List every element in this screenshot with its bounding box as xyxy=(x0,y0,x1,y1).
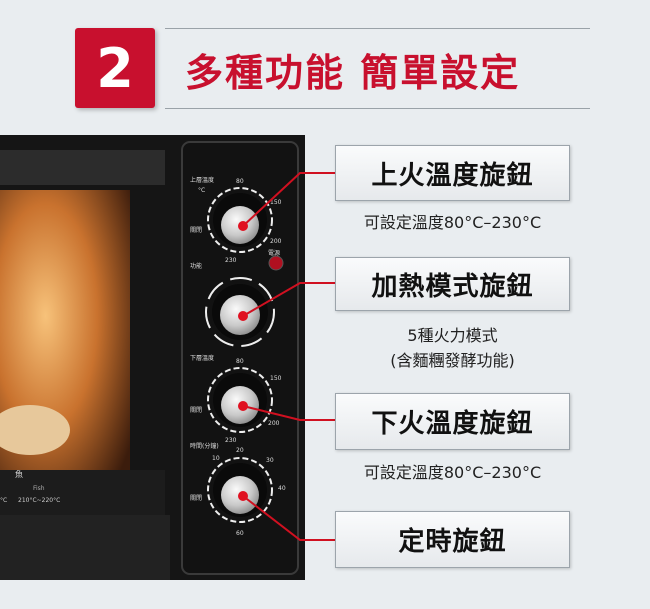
power-indicator-light xyxy=(268,255,284,271)
callout-upper-temp-knob: 上火溫度旋鈕 xyxy=(335,145,570,201)
callout-function-knob: 加熱模式旋鈕 xyxy=(335,257,570,311)
bread xyxy=(0,405,70,455)
tick-150: 150 xyxy=(270,199,282,206)
oven-handle xyxy=(0,150,165,185)
function-label: 功能 xyxy=(190,262,202,270)
left-temp-label: °C xyxy=(0,497,7,504)
off-label: 關閉 xyxy=(190,227,202,234)
callout-line-lower xyxy=(242,405,336,421)
callout-function-desc-2: (含麵糰發酵功能) xyxy=(390,351,515,370)
callout-function-desc-1: 5種火力模式 xyxy=(407,326,498,345)
off-label: 關閉 xyxy=(190,495,202,502)
callout-timer-knob: 定時旋鈕 xyxy=(335,511,570,568)
tick-230: 230 xyxy=(225,257,237,264)
tick-40: 40 xyxy=(278,485,286,492)
lower-temp-label: 下層溫度 xyxy=(190,354,214,362)
off-label: 關閉 xyxy=(190,407,202,414)
tick-20: 20 xyxy=(236,447,244,454)
divider-bottom xyxy=(165,108,590,109)
upper-temp-label: 上層溫度 xyxy=(190,176,214,184)
tick-80: 80 xyxy=(236,358,244,365)
control-panel xyxy=(181,141,299,575)
callout-lower-temp-knob: 下火溫度旋鈕 xyxy=(335,393,570,450)
divider-top xyxy=(165,28,590,29)
tick-150: 150 xyxy=(270,375,282,382)
callout-line-function xyxy=(242,282,336,317)
step-number-badge: 2 xyxy=(75,28,155,108)
power-label: 電源 xyxy=(268,249,280,257)
tick-60: 60 xyxy=(236,530,244,537)
tick-30: 30 xyxy=(266,457,274,464)
callout-line-upper xyxy=(242,172,336,227)
callout-lower-temp-desc: 可設定溫度80°C–230°C xyxy=(363,463,542,482)
food-en-label: Fish xyxy=(33,485,45,492)
tick-80: 80 xyxy=(236,178,244,185)
oven-door-bottom xyxy=(0,515,170,580)
tick-200: 200 xyxy=(270,238,282,245)
timer-label: 時間(分鐘) xyxy=(190,442,219,450)
food-label: 魚 xyxy=(15,469,23,479)
tick-10: 10 xyxy=(212,455,220,462)
callout-upper-temp-desc: 可設定溫度80°C–230°C xyxy=(363,213,542,232)
tick-230: 230 xyxy=(225,437,237,444)
unit-label: °C xyxy=(198,187,205,194)
callout-line-timer xyxy=(242,495,336,541)
tick-200: 200 xyxy=(268,420,280,427)
page-title: 多種功能 簡單設定 xyxy=(185,51,521,95)
food-temp-label: 210°C~220°C xyxy=(18,497,60,504)
